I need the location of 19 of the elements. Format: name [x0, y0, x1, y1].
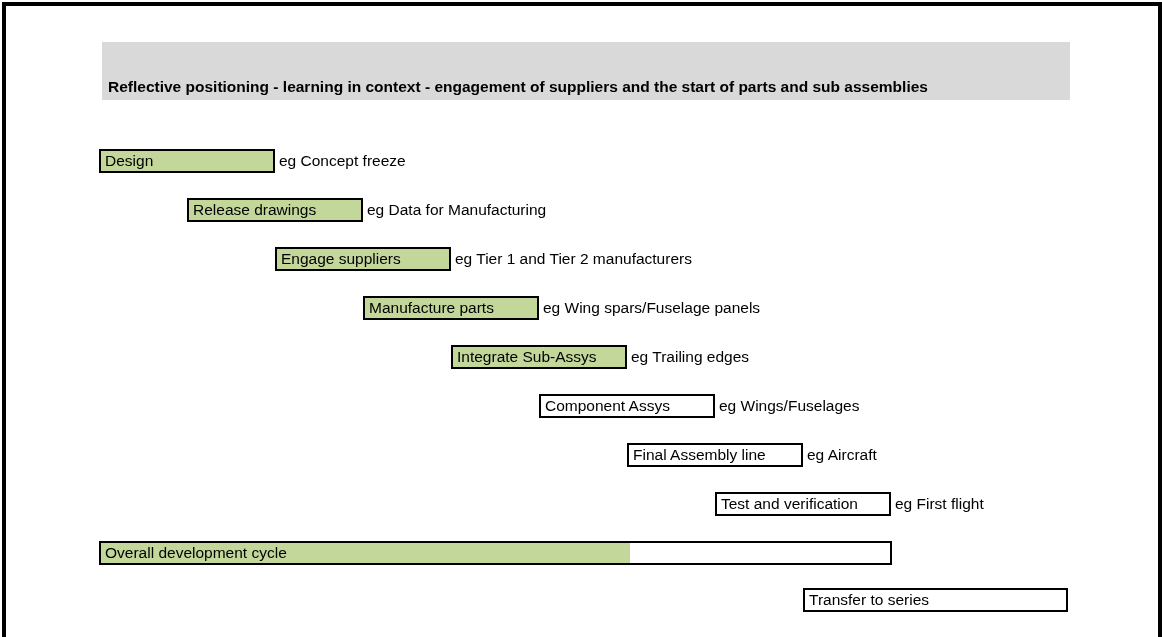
- timeline-bar: Integrate Sub-Assys: [451, 345, 627, 369]
- title-band: Reflective positioning - learning in context - engagement of suppliers and the start of parts and sub assemblies: [102, 42, 1070, 100]
- timeline-bar: Final Assembly line: [627, 443, 803, 467]
- timeline-bar: Overall development cycle: [99, 541, 892, 565]
- example-note: eg Tier 1 and Tier 2 manufacturers: [455, 249, 692, 269]
- timeline-bar: Component Assys: [539, 394, 715, 418]
- example-note: eg Concept freeze: [279, 151, 406, 171]
- timeline-bar: Design: [99, 149, 275, 173]
- timeline-bar: Transfer to series: [803, 588, 1068, 612]
- timeline-bar: Test and verification: [715, 492, 891, 516]
- example-note: eg Wings/Fuselages: [719, 396, 860, 416]
- example-note: eg First flight: [895, 494, 984, 514]
- timeline-bar: Release drawings: [187, 198, 363, 222]
- example-note: eg Data for Manufacturing: [367, 200, 547, 220]
- example-note: eg Wing spars/Fuselage panels: [543, 298, 761, 318]
- example-note: eg Aircraft: [807, 445, 877, 465]
- timeline-bar: Engage suppliers: [275, 247, 451, 271]
- example-note: eg Trailing edges: [631, 347, 750, 367]
- timeline-bar: Manufacture parts: [363, 296, 539, 320]
